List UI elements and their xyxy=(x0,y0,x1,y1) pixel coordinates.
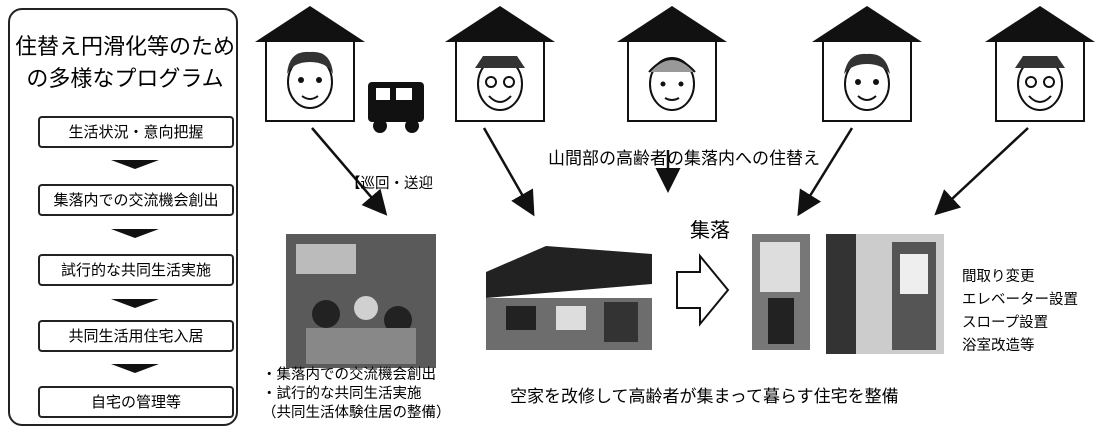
house-icon xyxy=(985,6,1095,126)
house-icon xyxy=(255,6,365,126)
down-triangle-icon xyxy=(111,299,159,308)
left-note-3: （共同生活体験住居の整備） xyxy=(262,405,451,421)
arrow-icon xyxy=(797,127,854,217)
village-label: 集落 xyxy=(690,218,730,242)
house-icon xyxy=(812,6,922,126)
right-note-1: 間取り変更 xyxy=(962,269,1035,285)
left-notes: ・集落内での交流機会創出 ・試行的な共同生活実施 （共同生活体験住居の整備） xyxy=(262,366,451,423)
house-icon xyxy=(445,6,555,126)
interior-photo xyxy=(752,234,810,350)
left-note-2: ・試行的な共同生活実施 xyxy=(262,386,422,402)
panel-title-line1: 住替え円滑化等のため xyxy=(14,35,235,60)
down-triangle-icon xyxy=(111,364,159,373)
arrow-icon xyxy=(676,253,730,327)
elderly-face-icon xyxy=(844,53,890,111)
house-icon xyxy=(617,6,727,126)
right-note-2: エレベーター設置 xyxy=(962,292,1078,308)
community-photo xyxy=(286,234,436,368)
main-caption: 山間部の高齢者の集落内への住替え xyxy=(548,149,820,169)
renovation-caption: 空家を改修して高齢者が集まって暮らす住宅を整備 xyxy=(510,387,899,407)
right-notes: 間取り変更 エレベーター設置 スロープ設置 浴室改造等 xyxy=(962,266,1078,358)
program-panel: 住替え円滑化等のため の多様なプログラム 生活状況・意向把握 集落内での交流機会… xyxy=(8,8,238,426)
elderly-face-icon xyxy=(475,56,525,111)
elevator-photo xyxy=(826,234,944,354)
elderly-face-icon xyxy=(287,51,333,109)
right-note-4: 浴室改造等 xyxy=(962,338,1035,354)
left-note-1: ・集落内での交流機会創出 xyxy=(262,367,436,383)
panel-title-line2: の多様なプログラム xyxy=(26,67,224,92)
panel-title: 住替え円滑化等のため の多様なプログラム xyxy=(10,32,240,96)
arrow-icon xyxy=(482,127,535,217)
down-triangle-icon xyxy=(111,229,159,238)
step-1: 生活状況・意向把握 xyxy=(38,116,234,148)
van-icon xyxy=(368,82,424,133)
vacant-house-photo xyxy=(486,232,652,350)
right-note-3: スロープ設置 xyxy=(962,315,1049,331)
step-3: 試行的な共同生活実施 xyxy=(38,254,234,286)
arrow-icon xyxy=(934,127,1029,216)
down-triangle-icon xyxy=(111,160,159,169)
step-4: 共同生活用住宅入居 xyxy=(38,320,234,352)
patrol-label: 【巡回・送迎 xyxy=(346,176,433,192)
arrow-icon xyxy=(311,127,388,216)
step-2: 集落内での交流機会創出 xyxy=(38,184,234,216)
step-5: 自宅の管理等 xyxy=(38,386,234,418)
elderly-face-icon xyxy=(1015,56,1065,111)
elderly-face-icon xyxy=(648,57,696,111)
